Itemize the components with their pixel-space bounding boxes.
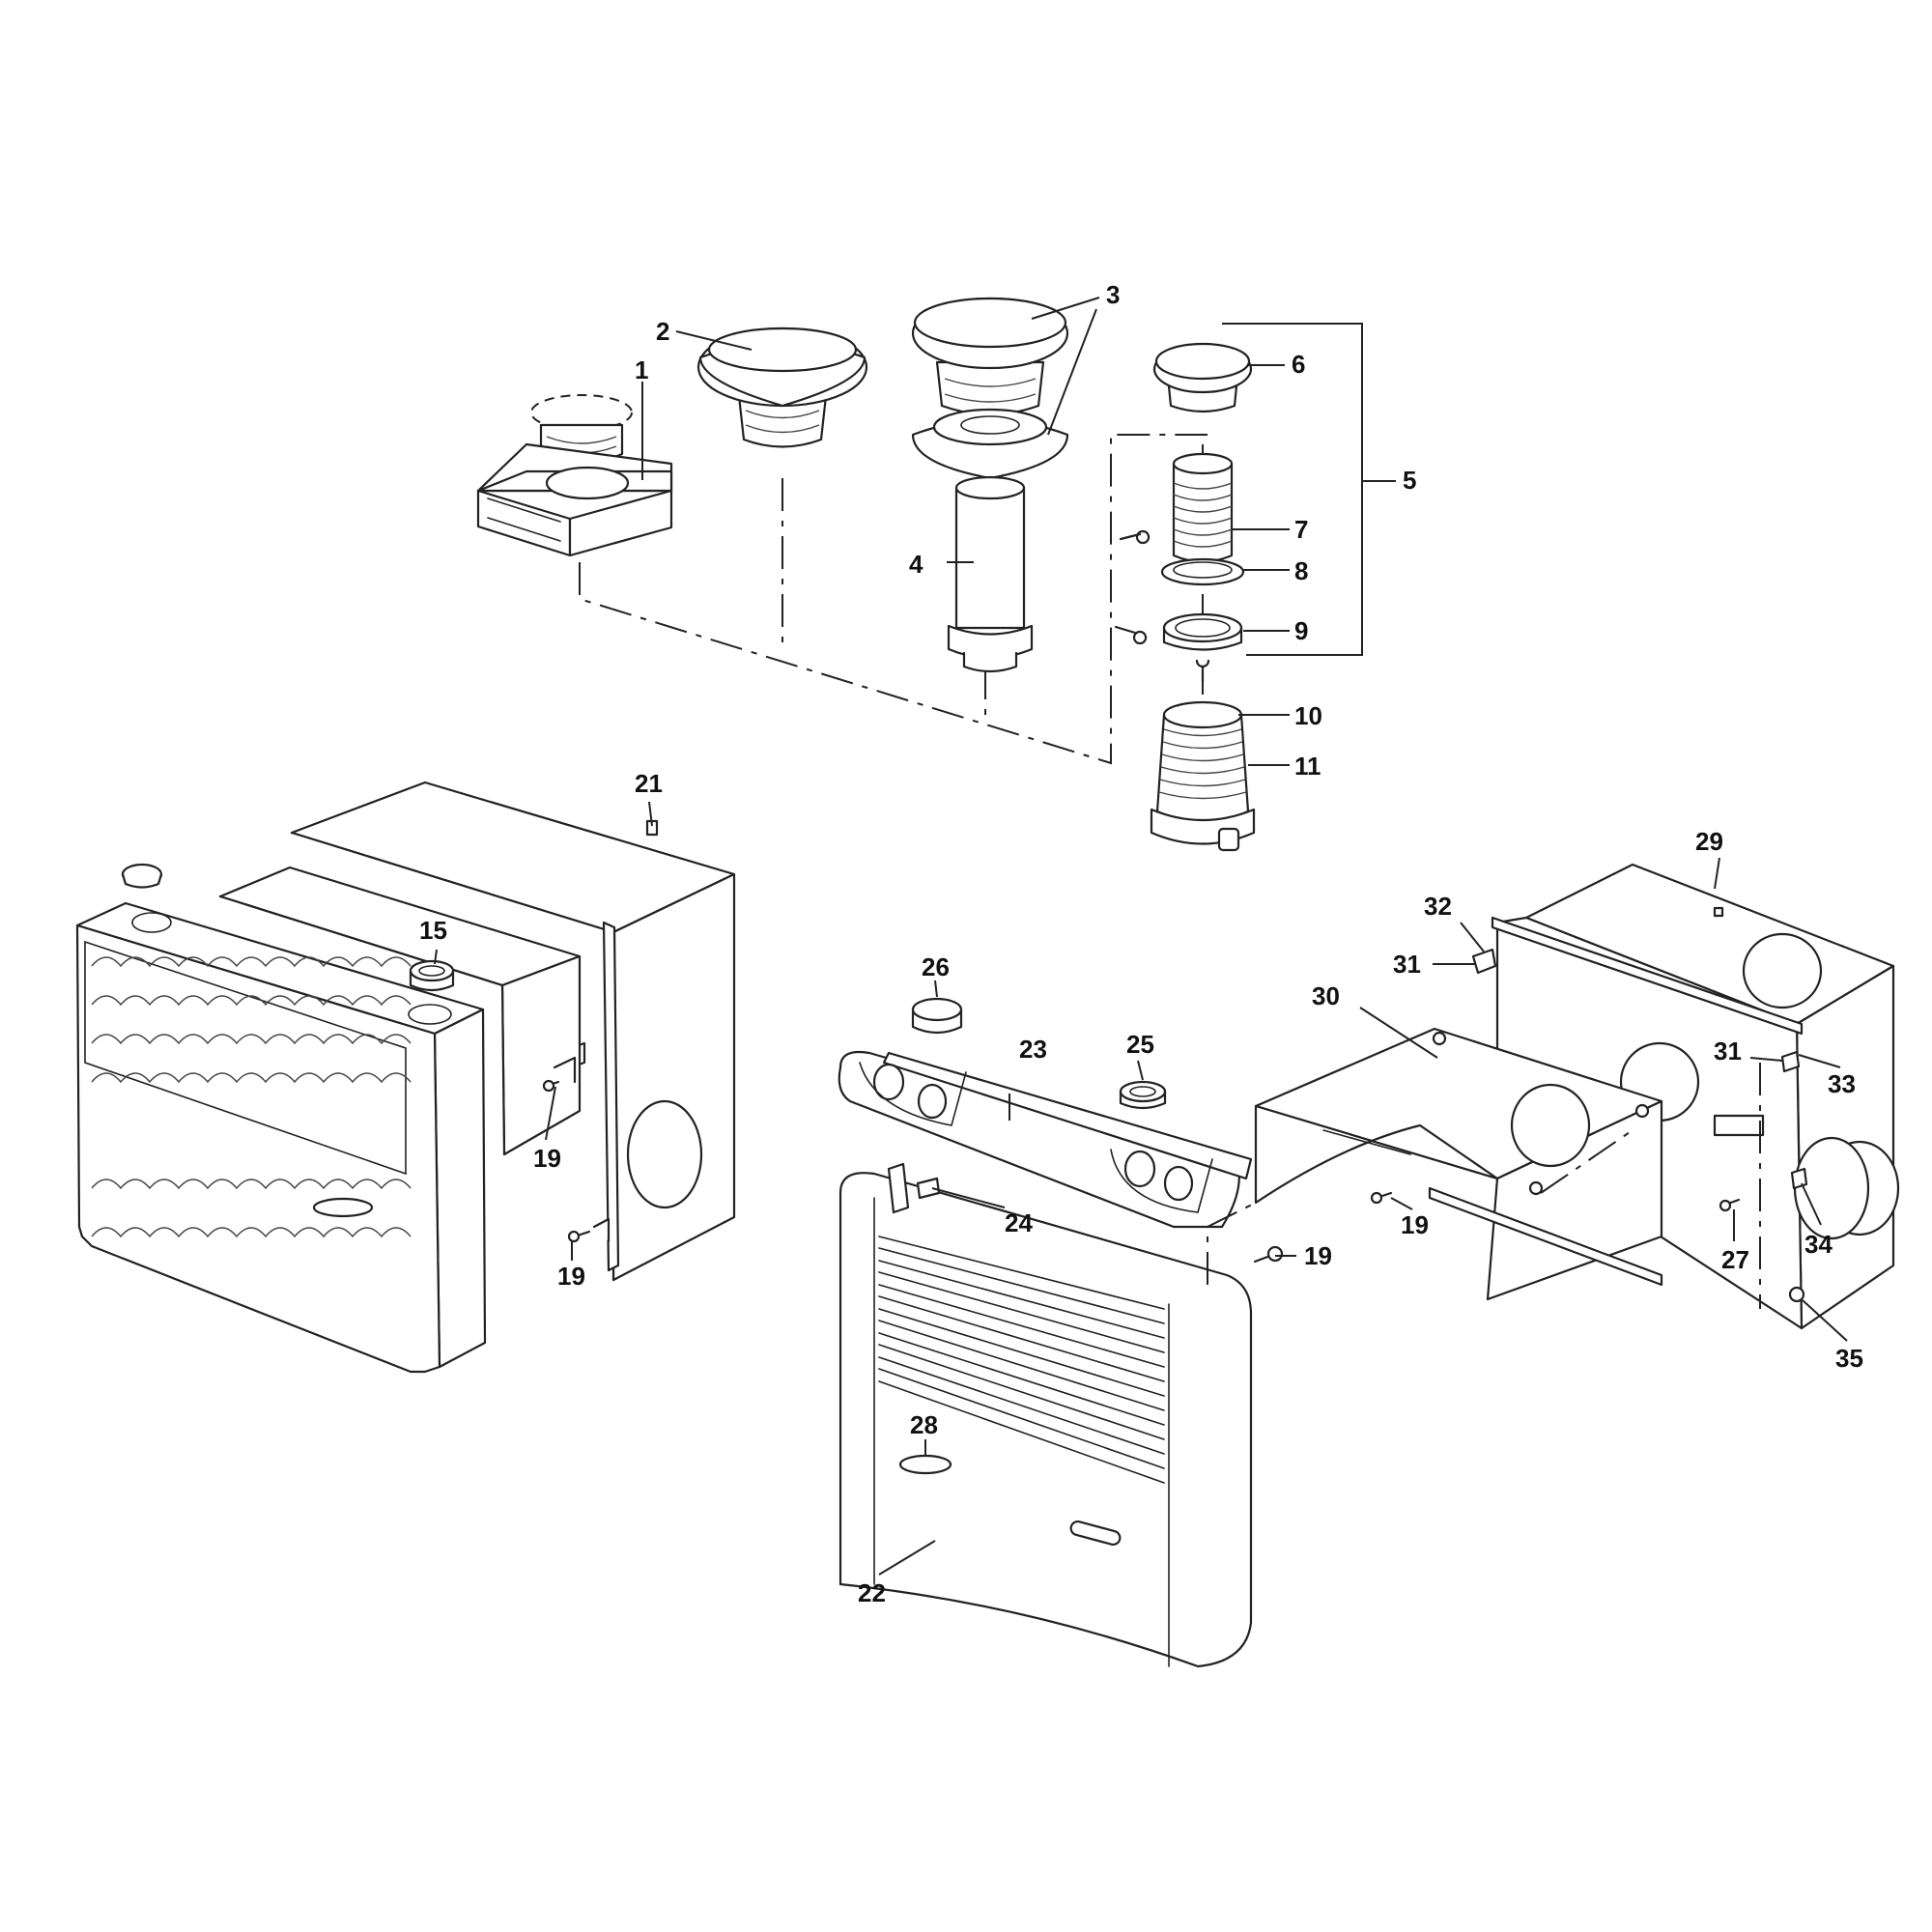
label-5: 5: [1403, 466, 1416, 495]
label-19-b: 19: [557, 1262, 585, 1291]
label-11: 11: [1294, 752, 1321, 781]
label-10: 10: [1294, 701, 1322, 730]
label-24: 24: [1005, 1208, 1033, 1237]
label-8: 8: [1294, 556, 1308, 585]
part-15-grommet: [409, 959, 455, 992]
label-35: 35: [1835, 1344, 1863, 1373]
assembly-line-shield: [1207, 1202, 1257, 1285]
logo-badge-left: [312, 1197, 374, 1218]
label-27: 27: [1721, 1245, 1749, 1274]
label-4: 4: [909, 550, 923, 579]
label-31-a: 31: [1393, 950, 1421, 979]
screw-27: [1719, 1198, 1741, 1212]
screw-19-left-upper: [542, 1056, 577, 1093]
part-2-roof-cowl: [696, 327, 868, 448]
label-19-a: 19: [533, 1144, 561, 1173]
label-3: 3: [1106, 280, 1120, 309]
part-1-flat-adapter: [476, 394, 673, 557]
grille-scallops: [91, 956, 412, 1238]
label-6: 6: [1292, 350, 1305, 379]
part-6-cap: [1152, 342, 1253, 413]
part-26-plug: [911, 997, 963, 1035]
part-5-bracket: [1222, 323, 1396, 656]
part-9-retaining-nut: [1114, 612, 1243, 684]
part-8-seal-ring: [1160, 557, 1245, 586]
label-34: 34: [1804, 1230, 1833, 1259]
part-23-top-cover: [838, 1050, 1253, 1229]
label-26: 26: [922, 952, 950, 981]
screw-19-left-lower: [567, 1217, 611, 1243]
part-29-rear-box: [1491, 863, 1900, 1330]
label-19-c: 19: [1304, 1241, 1332, 1270]
label-33: 33: [1828, 1069, 1856, 1098]
part-7-threaded-sleeve: [1119, 452, 1234, 563]
screw-19-right: [1253, 1245, 1284, 1264]
old-heater-front-panel: [75, 863, 487, 1374]
assembly-center-lines: [579, 434, 1208, 765]
clips-31-35: [1471, 948, 1808, 1309]
part-10-11-flexible-hose: [1150, 700, 1256, 852]
label-7: 7: [1294, 515, 1308, 544]
part-4-flue-pipe: [947, 475, 1034, 673]
label-29: 29: [1695, 827, 1723, 856]
label-1: 1: [635, 355, 648, 384]
part-labels: 1 2 3 4 5 6 7 8 9 10 11 15 19 19 19 19 2…: [419, 280, 1863, 1607]
label-28: 28: [910, 1410, 938, 1439]
label-19-d: 19: [1401, 1210, 1429, 1239]
label-32: 32: [1424, 892, 1452, 921]
front-casing-slot: [1069, 1520, 1122, 1547]
part-3-cowl-and-flange: [911, 297, 1069, 480]
label-21: 21: [635, 769, 663, 798]
part-22-front-casing: [838, 1162, 1253, 1668]
label-22: 22: [858, 1578, 886, 1607]
label-31-b: 31: [1714, 1037, 1742, 1065]
label-9: 9: [1294, 616, 1308, 645]
label-leaders: [434, 297, 1848, 1576]
label-23: 23: [1019, 1035, 1047, 1064]
screw-19-right-2: [1370, 1191, 1393, 1205]
label-25: 25: [1126, 1030, 1154, 1059]
label-15: 15: [419, 916, 447, 945]
label-2: 2: [656, 317, 669, 346]
front-casing-louvres: [878, 1236, 1165, 1484]
assembly-line-box: [1540, 1129, 1634, 1194]
logo-badge-right: [898, 1454, 952, 1475]
part-25-grommet: [1119, 1080, 1167, 1110]
part-30-heat-shield: [1254, 1027, 1663, 1301]
label-30: 30: [1312, 981, 1340, 1010]
